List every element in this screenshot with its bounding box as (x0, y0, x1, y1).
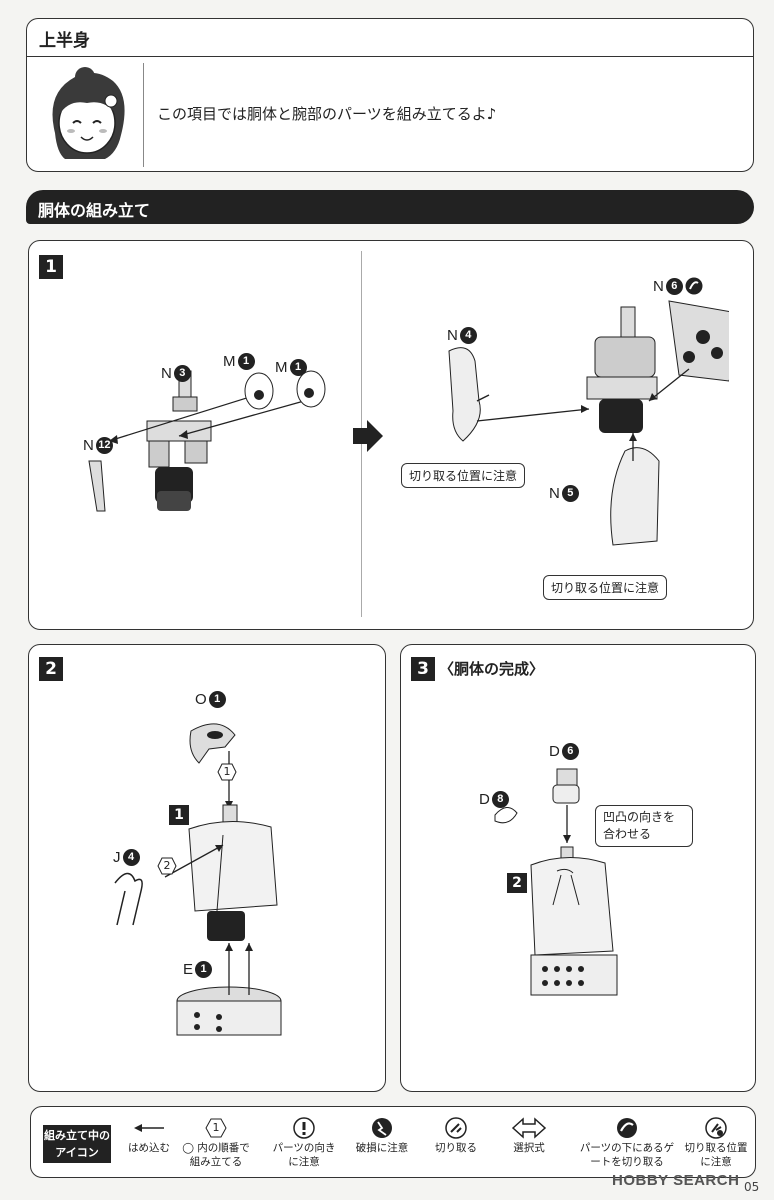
cut-gate-icon (617, 1118, 637, 1138)
step2-illustration (114, 723, 282, 1036)
intro-panel: この項目では胴体と腕部のパーツを組み立てるよ♪ (26, 56, 754, 172)
torso-complete-illustration (494, 768, 618, 996)
next-arrow-icon (353, 420, 383, 452)
subsection-title: 胴体の組み立て (38, 201, 151, 220)
section-header: 上半身 (26, 18, 754, 56)
legend-item-cut: 切り取る (423, 1115, 489, 1155)
align-note: 凹凸の向きを合わせる (595, 805, 693, 847)
legend-item-direction: パーツの向きに注意 (271, 1115, 337, 1169)
insert-arrow-icon (134, 1124, 164, 1132)
section-title: 上半身 (39, 31, 90, 51)
legend-item-cut-gate: パーツの下にあるゲートを切り取る (579, 1115, 675, 1169)
legend-item-insert: はめ込む (119, 1115, 179, 1155)
icon-legend: 組み立て中のアイコン はめ込む 1 ◯ 内の順番で組み立てる パーツの向きに注意… (30, 1106, 756, 1178)
cut-icon (445, 1117, 467, 1139)
intro-text: この項目では胴体と腕部のパーツを組み立てるよ♪ (157, 105, 497, 123)
choice-arrows-icon (511, 1117, 547, 1139)
torso-assembly-illustration (448, 300, 729, 546)
divider (143, 63, 144, 167)
step1-number: 1 (39, 255, 63, 279)
subsection-bar: 胴体の組み立て (26, 190, 754, 224)
legend-item-choice: 選択式 (499, 1115, 559, 1155)
legend-badge: 組み立て中のアイコン (43, 1125, 111, 1163)
legend-item-order: 1 ◯ 内の順番で組み立てる (181, 1115, 251, 1169)
step2-substep-badge: 1 (169, 805, 189, 825)
step2-number: 2 (39, 657, 63, 681)
order-hexagon-1: 1 (217, 763, 237, 781)
legend-item-breakage: 破損に注意 (349, 1115, 415, 1155)
character-avatar-icon (52, 67, 125, 159)
cut-position-icon (705, 1117, 727, 1139)
exclamation-icon (293, 1117, 315, 1139)
order-hexagon-2: 2 (157, 857, 177, 875)
step3-substep-badge: 2 (507, 873, 527, 893)
cut-icon (685, 277, 703, 295)
step3-title: 〈胴体の完成〉 (439, 660, 545, 678)
page-number: 05 (744, 1180, 760, 1194)
watermark: HOBBY SEARCH (612, 1172, 740, 1189)
order-hexagon-icon (205, 1118, 227, 1138)
breakage-icon (372, 1118, 392, 1138)
torso-frame-illustration (88, 370, 326, 512)
step3-number: 3 (411, 657, 435, 681)
cut-position-note-2: 切り取る位置に注意 (543, 575, 668, 600)
legend-item-cut-position: 切り取る位置に注意 (681, 1115, 751, 1169)
cut-position-note-1: 切り取る位置に注意 (401, 463, 526, 488)
